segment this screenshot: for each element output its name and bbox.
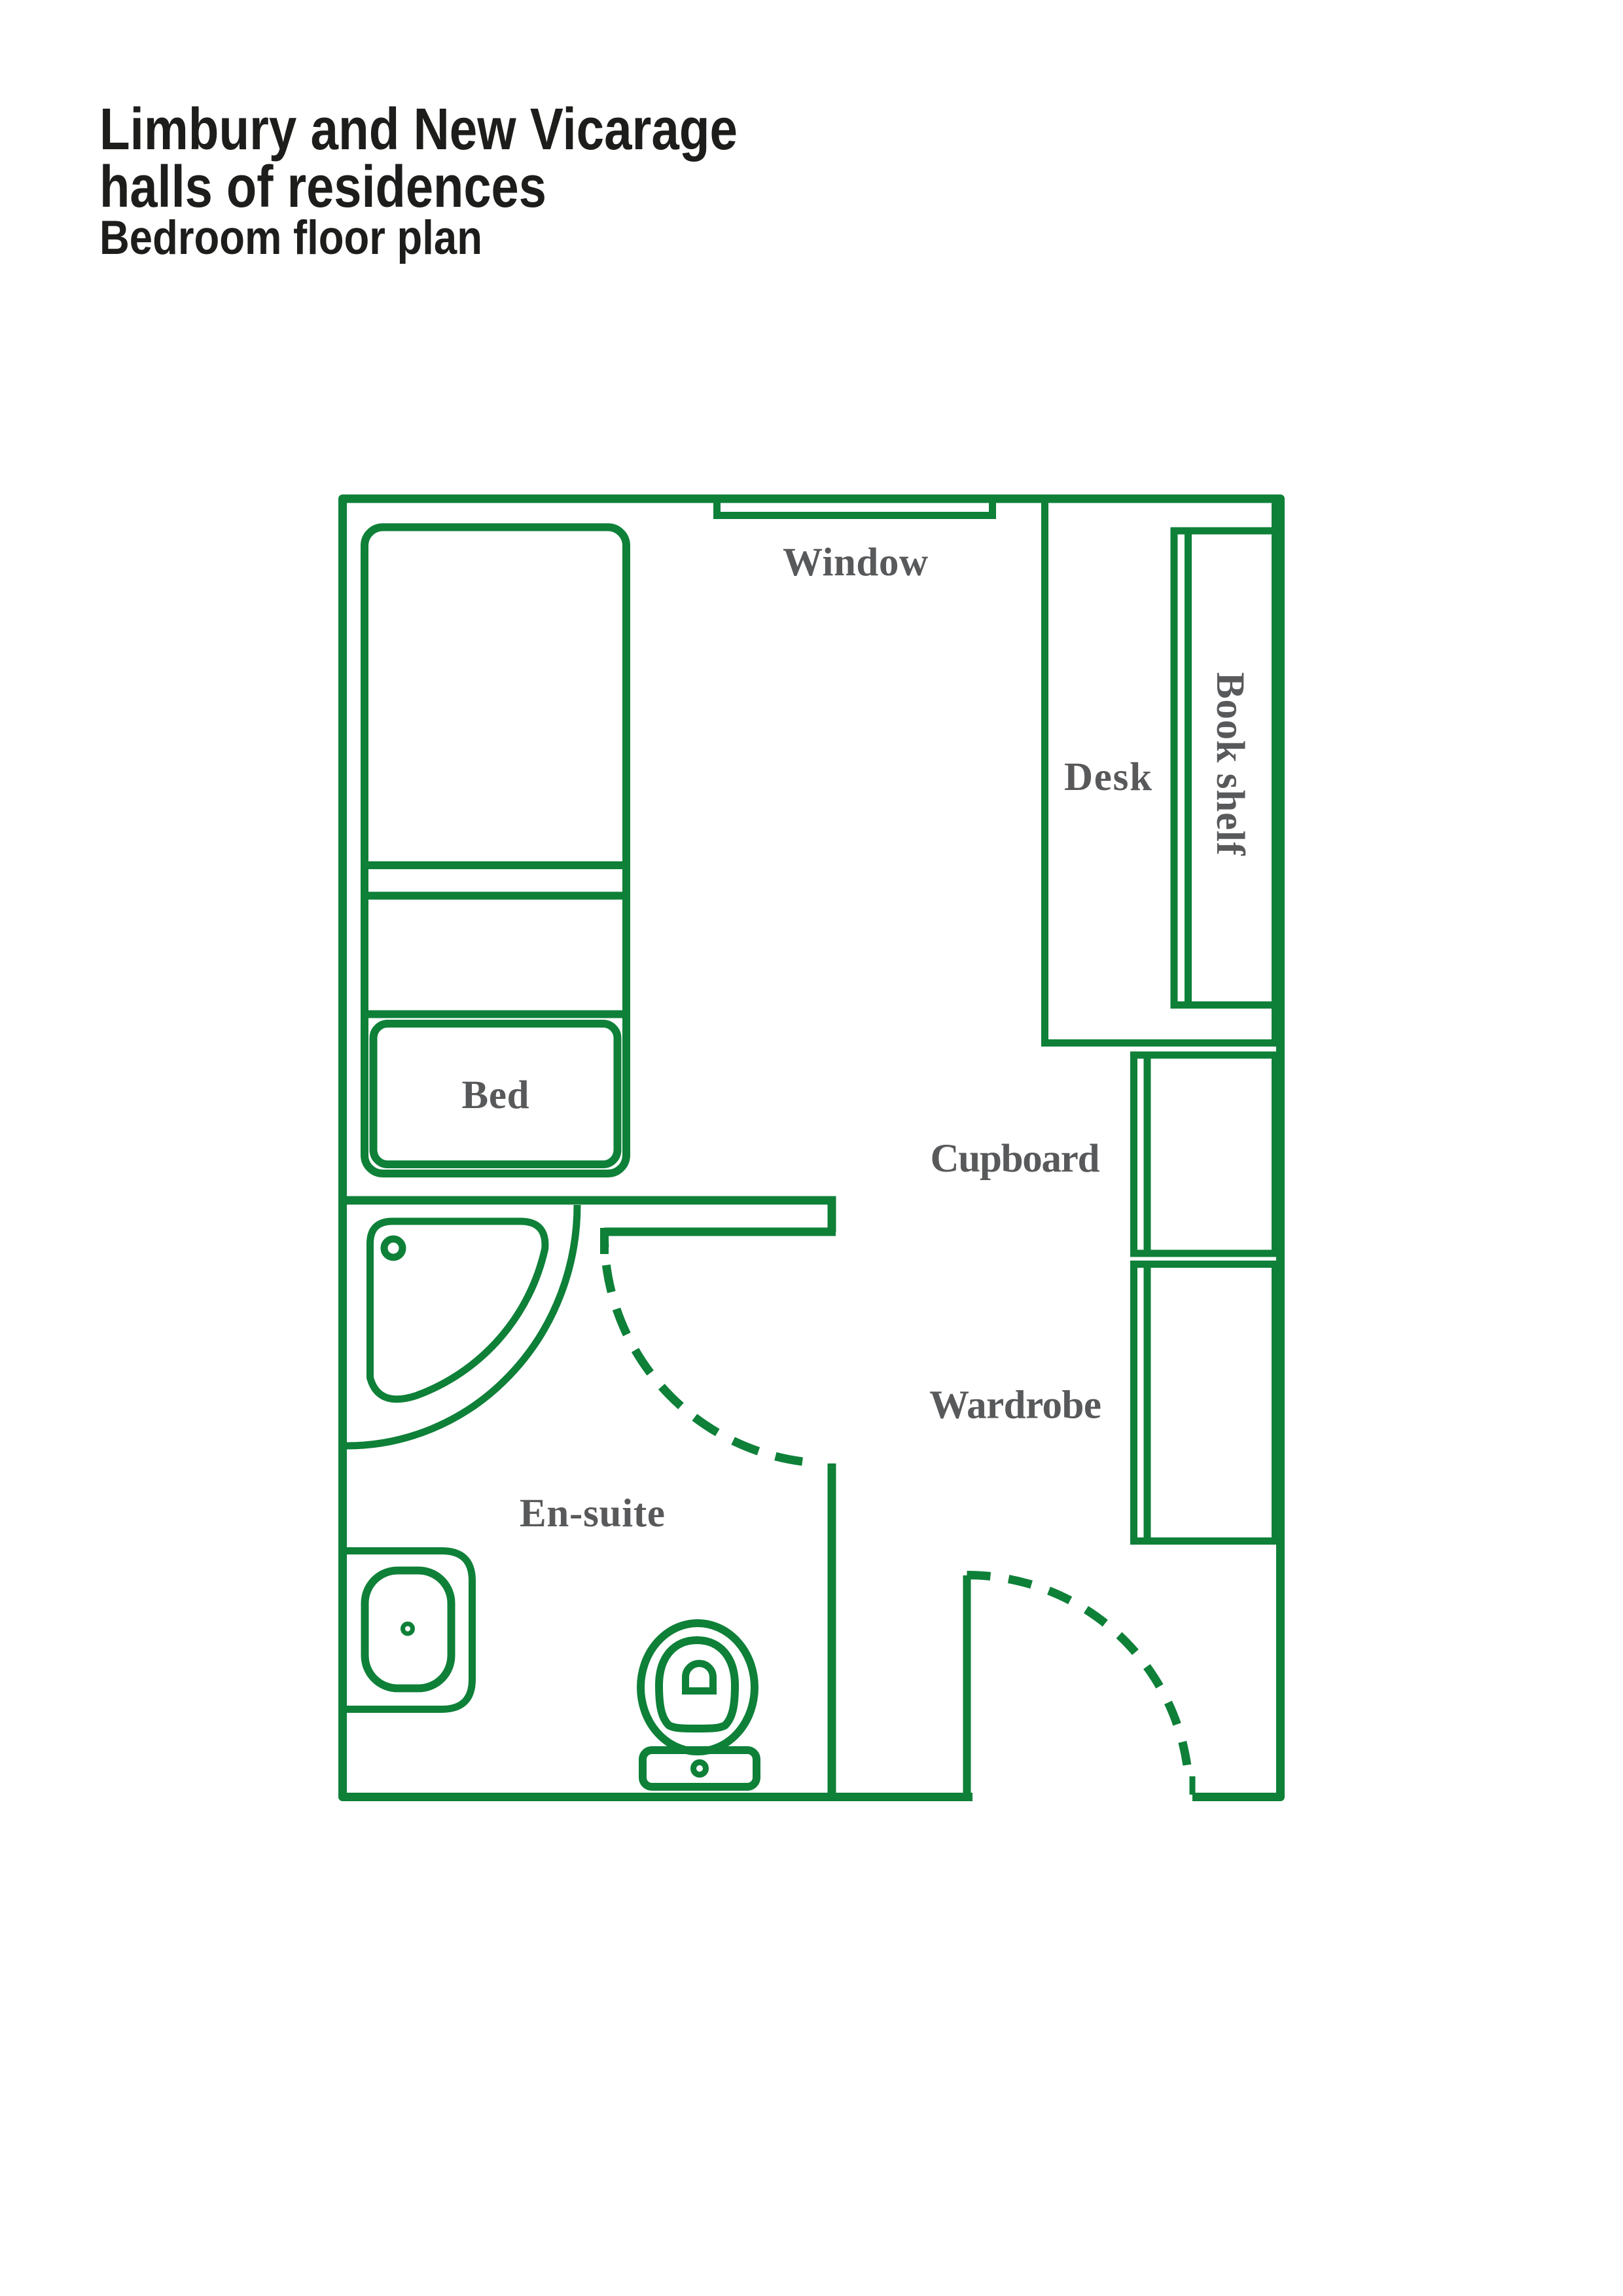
svg-text:En-suite: En-suite [520,1492,665,1535]
svg-text:Desk: Desk [1064,755,1152,799]
svg-text:Limbury and New Vicarage: Limbury and New Vicarage [99,96,738,162]
svg-text:Wardrobe: Wardrobe [929,1384,1101,1427]
svg-text:halls of residences: halls of residences [99,154,546,220]
svg-text:Cupboard: Cupboard [931,1137,1100,1181]
svg-text:Bed: Bed [462,1073,529,1117]
svg-text:Window: Window [783,541,928,584]
svg-text:Bedroom floor plan: Bedroom floor plan [99,211,482,264]
svg-text:Book shelf: Book shelf [1208,672,1252,856]
